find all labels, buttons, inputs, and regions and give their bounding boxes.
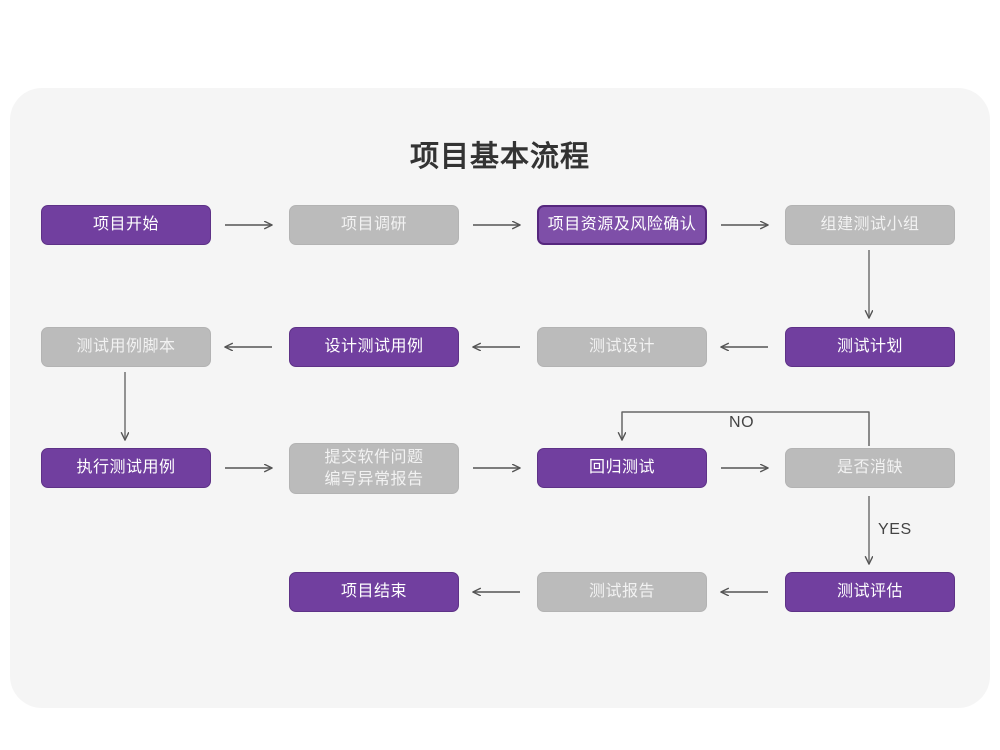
flowchart-card <box>10 88 990 708</box>
node-execute-test-case[interactable]: 执行测试用例 <box>41 448 211 488</box>
node-design-test-case[interactable]: 设计测试用例 <box>289 327 459 367</box>
node-project-start[interactable]: 项目开始 <box>41 205 211 245</box>
node-test-report[interactable]: 测试报告 <box>537 572 707 612</box>
node-test-evaluation[interactable]: 测试评估 <box>785 572 955 612</box>
node-resource-risk-confirm[interactable]: 项目资源及风险确认 <box>537 205 707 245</box>
node-form-test-team[interactable]: 组建测试小组 <box>785 205 955 245</box>
node-project-research[interactable]: 项目调研 <box>289 205 459 245</box>
node-project-end[interactable]: 项目结束 <box>289 572 459 612</box>
node-submit-defect-report[interactable]: 提交软件问题 编写异常报告 <box>289 443 459 494</box>
node-defect-cleared[interactable]: 是否消缺 <box>785 448 955 488</box>
node-test-design[interactable]: 测试设计 <box>537 327 707 367</box>
node-test-case-script[interactable]: 测试用例脚本 <box>41 327 211 367</box>
node-regression-test[interactable]: 回归测试 <box>537 448 707 488</box>
page-title: 项目基本流程 <box>409 141 590 173</box>
edge-label-no: NO <box>729 414 755 431</box>
edge-label-yes: YES <box>878 521 912 538</box>
node-test-plan[interactable]: 测试计划 <box>785 327 955 367</box>
